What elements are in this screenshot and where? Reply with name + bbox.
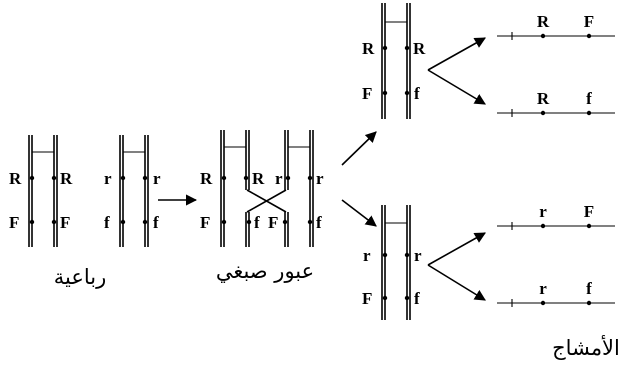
allele-label: F [362,289,372,308]
allele-label: f [254,213,260,232]
allele-label: R [9,169,22,188]
allele-label: F [200,213,210,232]
upper-chromosome: R R F f [362,3,426,119]
crossing-over-caption: عبور صبغي [216,259,314,283]
gamete-allele-label: f [586,279,592,298]
allele-label: f [153,213,159,232]
gametes-caption: الأمشاج [552,335,620,361]
allele-label: F [362,84,372,103]
allele-label: F [268,213,278,232]
allele-label: r [153,169,161,188]
allele-label: R [60,169,73,188]
gamete-allele-label: r [539,202,547,221]
arrow-to-gamete-4 [427,264,486,301]
allele-label: f [414,289,420,308]
allele-label: r [104,169,112,188]
arrow-to-gamete-3 [427,232,486,266]
gamete-allele-label: r [539,279,547,298]
allele-label: r [275,169,283,188]
gamete-allele-label: R [537,12,550,31]
allele-label: r [316,169,324,188]
arrow-to-gamete-2 [427,69,486,105]
crossing-over-group: R R r r F f F f عبور صبغي [200,130,324,283]
gamete-allele-label: F [584,12,594,31]
allele-label: F [60,213,70,232]
arrow-to-gamete-1 [427,37,486,71]
allele-label: r [414,246,422,265]
allele-label: R [252,169,265,188]
gamete-allele-label: R [537,89,550,108]
arrow-to-upper-chromosome [341,131,377,166]
gamete-allele-label: f [586,89,592,108]
lower-chromosome: r r F f [362,205,422,320]
arrow-to-lower-chromosome [341,199,377,227]
gametes-group: R F R f r F r f الأمشاج [497,12,620,361]
allele-label: f [316,213,322,232]
allele-label: R [200,169,213,188]
allele-label: r [363,246,371,265]
allele-label: R [362,39,375,58]
allele-label: F [9,213,19,232]
allele-label: R [413,39,426,58]
tetrad-group: R R F F r r f f رباعية [9,135,161,289]
gamete-allele-label: F [584,202,594,221]
allele-label: f [104,213,110,232]
tetrad-caption: رباعية [54,265,107,289]
allele-label: f [414,84,420,103]
